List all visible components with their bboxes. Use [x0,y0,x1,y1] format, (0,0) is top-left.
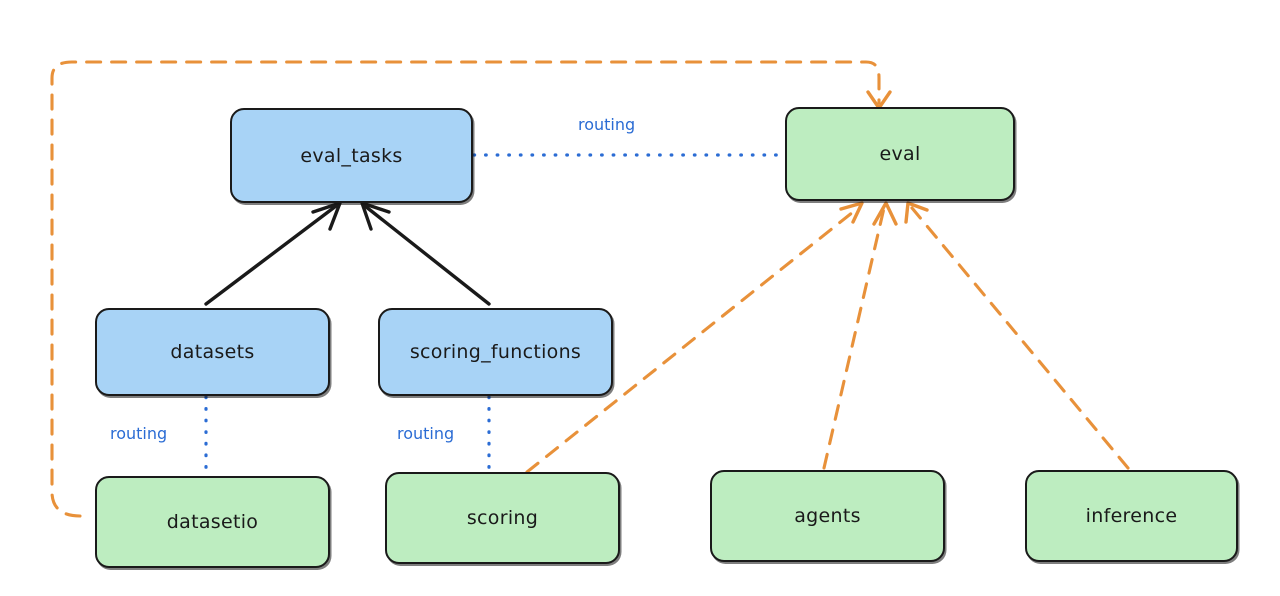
node-scoring[interactable]: scoring [385,472,620,564]
edge-scoring_functions-to-eval_tasks [360,201,491,306]
node-label: eval_tasks [300,144,403,167]
node-datasets[interactable]: datasets [95,308,330,396]
node-scoring-functions[interactable]: scoring_functions [378,308,613,396]
node-label: scoring_functions [409,341,582,363]
edge-scoring-to-eval [525,201,864,474]
node-inference[interactable]: inference [1025,470,1238,562]
node-eval[interactable]: eval [785,107,1015,201]
edge-label-routing-scoring-functions-scoring: routing [397,424,455,443]
node-datasetio[interactable]: datasetio [95,476,330,568]
edge-label-routing-eval-tasks-eval: routing [578,115,636,134]
node-agents[interactable]: agents [710,470,945,562]
node-eval-tasks[interactable]: eval_tasks [230,108,473,203]
edge-inference-to-eval [904,201,1130,470]
node-label: eval [879,143,921,165]
node-label: scoring [466,507,539,529]
edge-label-routing-datasets-datasetio: routing [110,424,168,443]
edge-datasets-to-eval_tasks [204,201,342,306]
edge-agents-to-eval [822,201,898,470]
node-label: datasets [170,341,255,363]
node-label: inference [1085,505,1178,527]
node-label: agents [794,505,861,527]
node-label: datasetio [166,511,259,533]
